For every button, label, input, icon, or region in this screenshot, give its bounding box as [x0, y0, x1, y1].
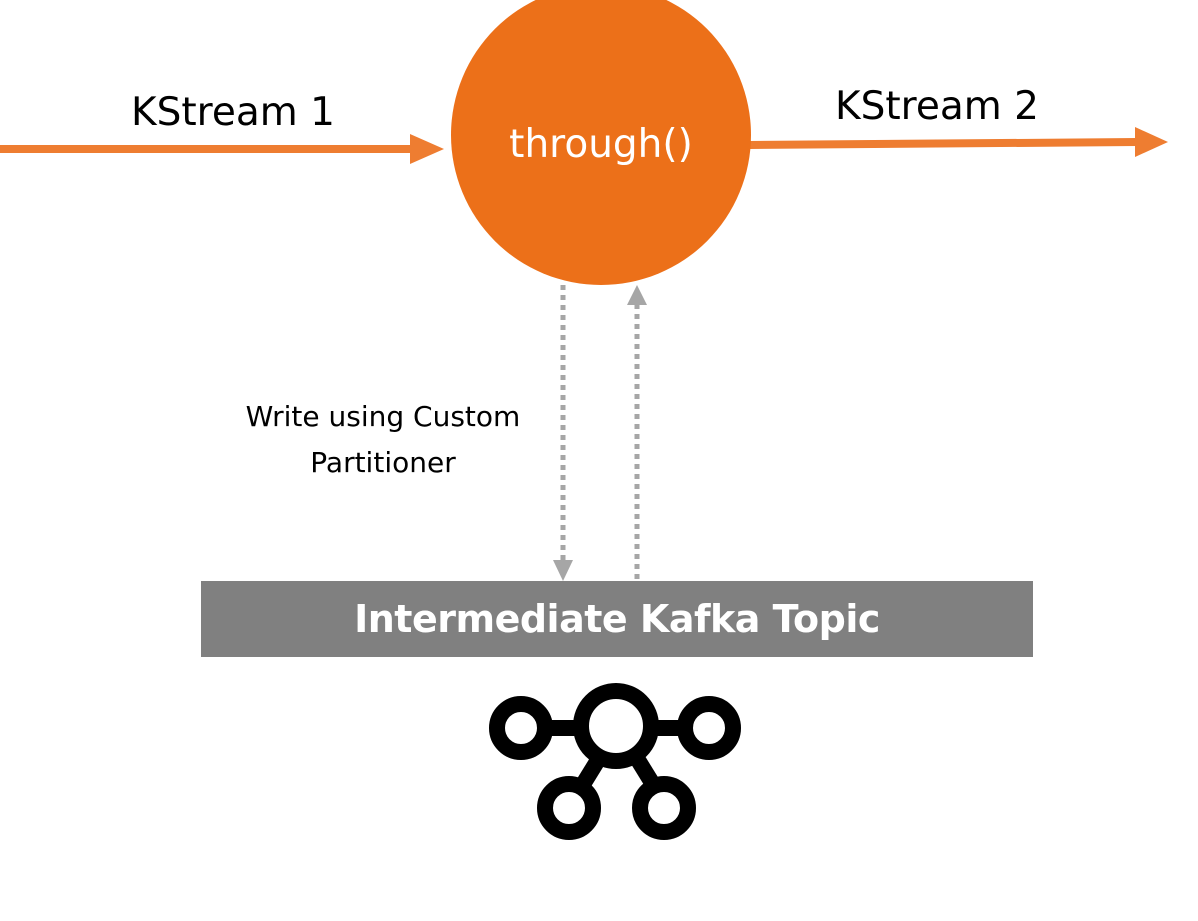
output-stream-label: KStream 2: [835, 84, 1039, 129]
custom-partitioner-note: Write using Custom Partitioner: [222, 394, 544, 486]
input-stream-arrow: [0, 134, 444, 164]
write-to-topic-arrow: [553, 285, 573, 581]
intermediate-topic-label: Intermediate Kafka Topic: [354, 597, 880, 641]
intermediate-topic-bar: Intermediate Kafka Topic: [201, 581, 1033, 657]
note-line-1: Write using Custom: [245, 400, 521, 433]
input-stream-label: KStream 1: [131, 90, 335, 135]
note-line-2: Partitioner: [310, 446, 456, 479]
output-stream-arrow: [749, 127, 1168, 157]
read-from-topic-arrow: [627, 285, 647, 579]
kafka-logo-icon: [489, 683, 741, 840]
through-operator-label: through(): [509, 122, 693, 167]
through-operator-node: [451, 0, 751, 285]
